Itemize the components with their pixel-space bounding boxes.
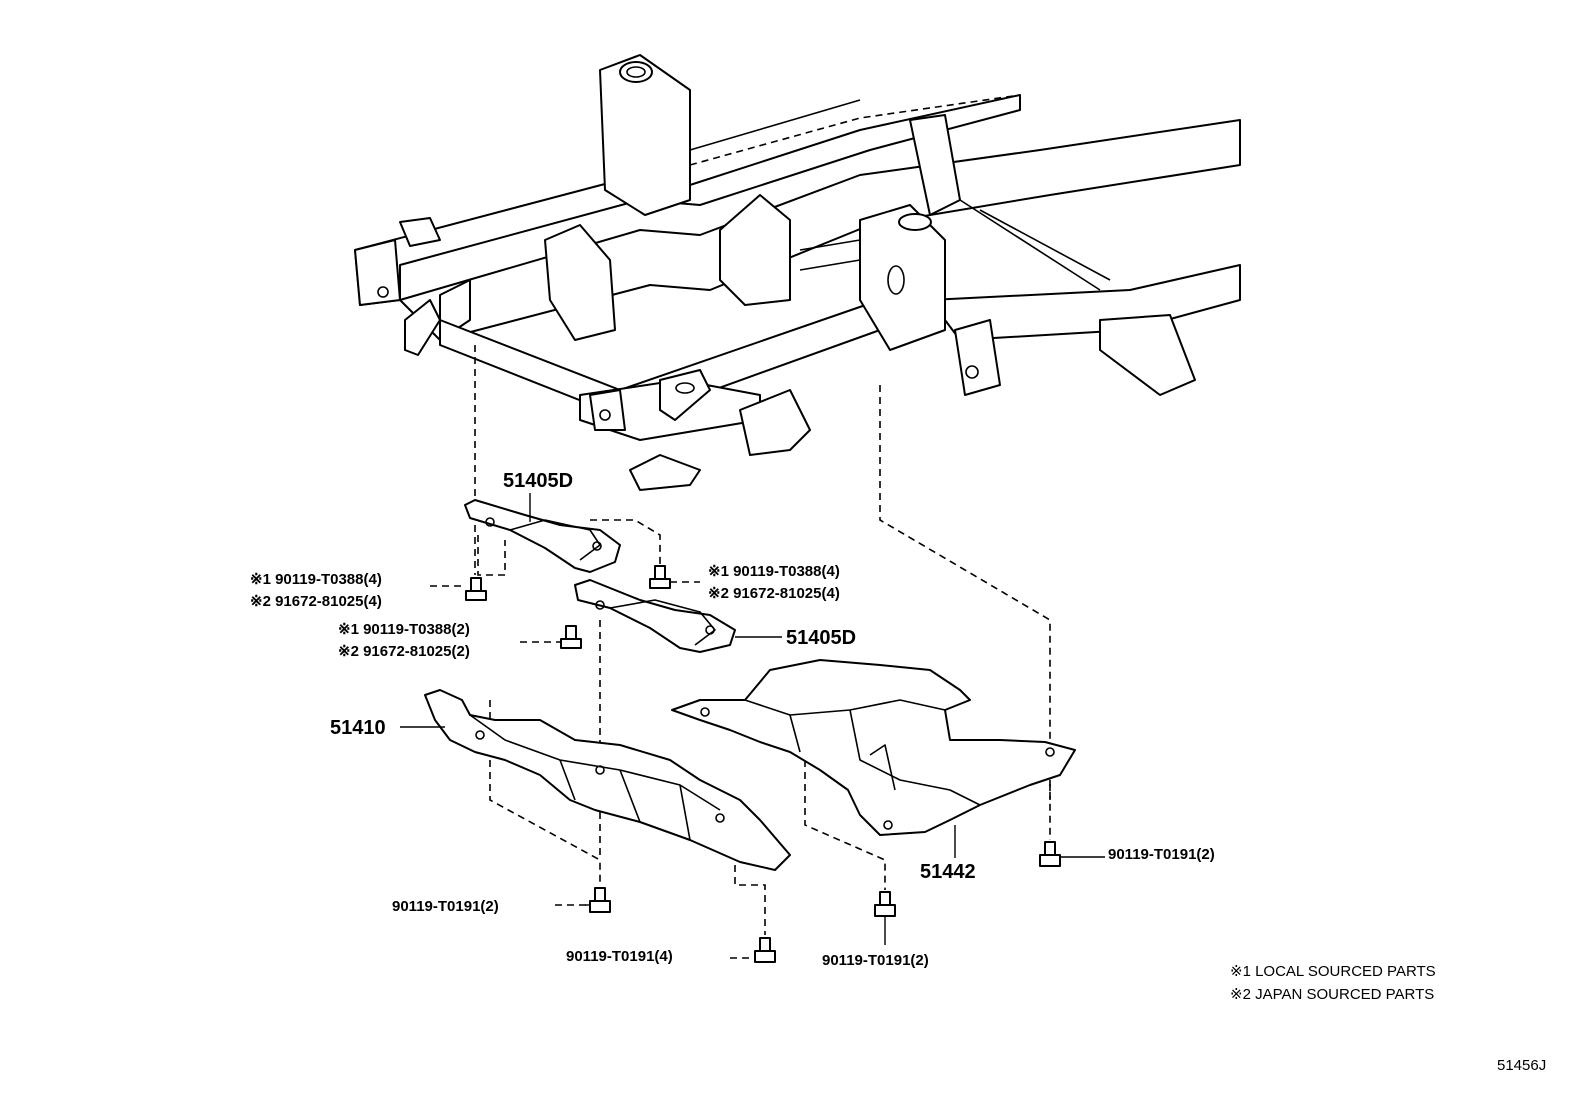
bolt-upper-right — [649, 565, 671, 589]
leader-lines — [400, 493, 1105, 959]
label-bolt-center-bottom: 90119-T0191(4) — [566, 948, 673, 965]
cover-51410 — [424, 689, 791, 871]
note-japan-sourced: ※2 JAPAN SOURCED PARTS — [1230, 986, 1434, 1003]
labels: 51405D 51405D 51410 51442 ※1 90119-T0388… — [250, 470, 1546, 1074]
label-middle-line2: ※2 91672-81025(2) — [338, 643, 470, 660]
diagram-id: 51456J — [1497, 1057, 1546, 1074]
bolt-left-bottom — [589, 887, 611, 913]
label-51405D-lower: 51405D — [786, 627, 856, 649]
label-middle-line1: ※1 90119-T0388(2) — [338, 621, 470, 638]
label-51410: 51410 — [330, 717, 386, 739]
note-local-sourced: ※1 LOCAL SOURCED PARTS — [1230, 963, 1436, 980]
label-upper-right-line1: ※1 90119-T0388(4) — [708, 563, 840, 580]
bolt-upper-left — [465, 577, 487, 601]
vehicle-frame — [354, 54, 1241, 491]
cover-51442 — [671, 659, 1076, 836]
bolt-middle — [560, 625, 582, 649]
label-upper-left-line1: ※1 90119-T0388(4) — [250, 571, 382, 588]
label-bolt-right-center: 90119-T0191(2) — [822, 952, 929, 969]
bolt-center-bottom — [754, 937, 776, 963]
label-upper-left-line2: ※2 91672-81025(4) — [250, 593, 382, 610]
label-bolt-left-bottom: 90119-T0191(2) — [392, 898, 499, 915]
bracket-51405D-upper — [464, 499, 621, 573]
bolt-right-center — [874, 891, 896, 917]
label-upper-right-line2: ※2 91672-81025(4) — [708, 585, 840, 602]
bolt-right-far — [1039, 841, 1061, 867]
label-51405D-upper: 51405D — [503, 470, 573, 492]
bracket-51405D-lower — [574, 579, 736, 653]
label-51442: 51442 — [920, 861, 976, 883]
label-bolt-right-far: 90119-T0191(2) — [1108, 846, 1215, 863]
